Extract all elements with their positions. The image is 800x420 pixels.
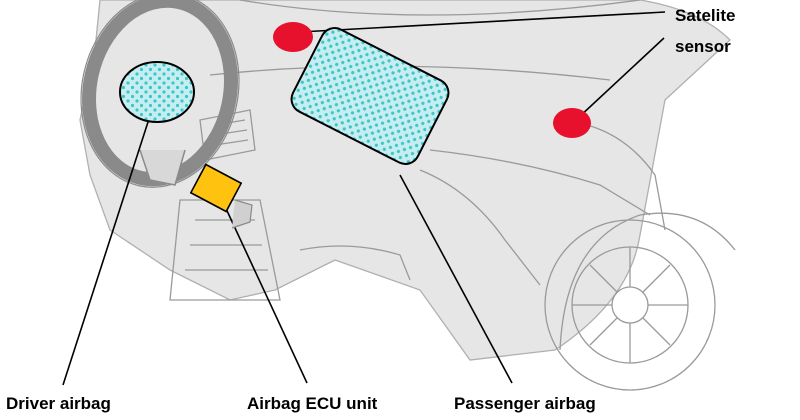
car-interior-sketch (79, 0, 736, 391)
driver-airbag-shape (119, 61, 195, 123)
glovebox-line (419, 169, 541, 286)
satellite-sensor-rear (553, 108, 591, 138)
steering-wheel (80, 0, 240, 188)
floor-line (299, 245, 411, 281)
airbag-ecu-unit-shape (189, 163, 243, 213)
leader-driver-airbag (62, 121, 149, 386)
satellite-sensor-front (273, 22, 313, 52)
label-satellite-sensor-line1: Satelite (675, 6, 735, 25)
wheel (544, 219, 716, 391)
leader-satellite-rear (577, 37, 665, 119)
leader-lines (62, 11, 666, 386)
dash-lower-line (429, 149, 651, 216)
windshield-edge (239, 0, 641, 16)
leader-passenger-airbag (399, 174, 513, 384)
ecu-bracket (231, 199, 253, 229)
label-satellite-sensor-line2: sensor (675, 37, 731, 56)
center-console (169, 199, 281, 301)
leader-ecu (221, 199, 308, 384)
label-passenger-airbag: Passenger airbag (454, 394, 596, 413)
leader-satellite-front (299, 11, 666, 33)
passenger-airbag-shape (290, 27, 450, 165)
label-driver-airbag: Driver airbag (6, 394, 111, 413)
label-airbag-ecu-unit: Airbag ECU unit (247, 394, 378, 413)
wheel-arch (559, 212, 736, 351)
